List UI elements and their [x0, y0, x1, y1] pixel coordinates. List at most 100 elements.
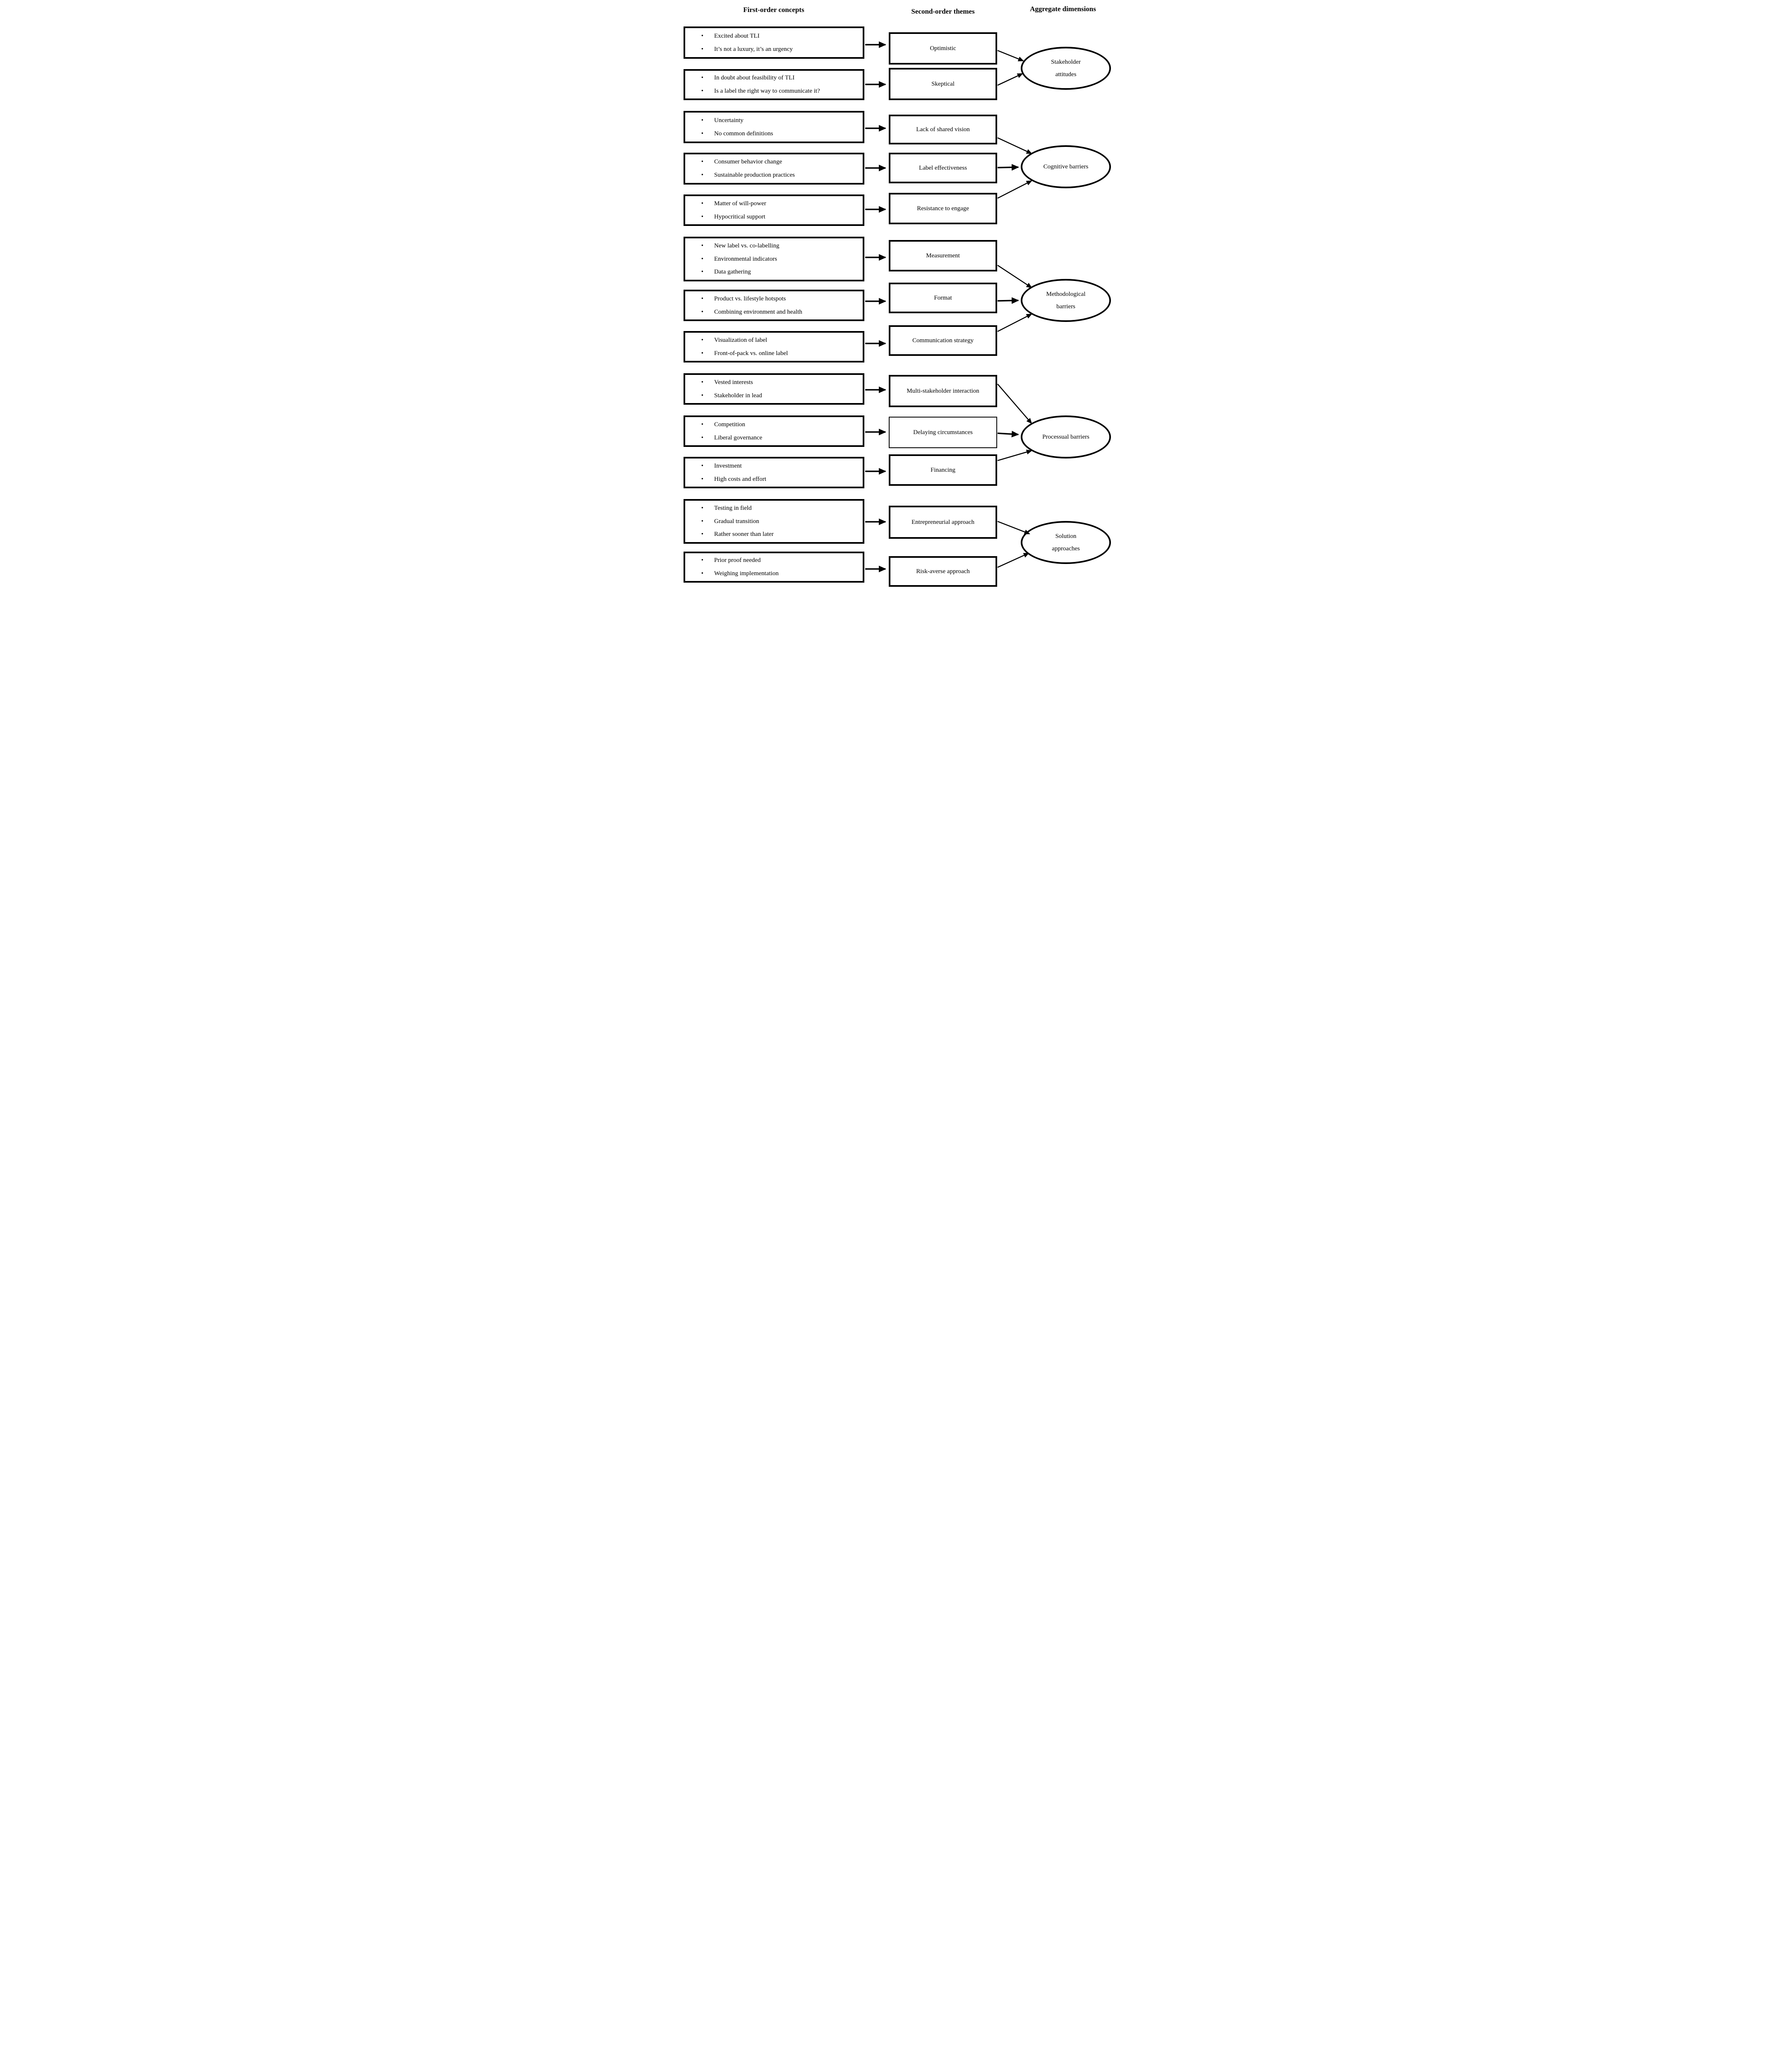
concept-box-skeptical: In doubt about feasibility of TLI Is a l… [684, 69, 864, 100]
concept-text: Testing in field [714, 504, 752, 511]
list-item: Competition [685, 421, 859, 429]
theme-box-optimistic: Optimistic [889, 32, 997, 65]
concept-text: Combining environment and health [714, 308, 802, 315]
arrow-theme-communication-strategy-to-dimension [997, 313, 1032, 332]
list-item: No common definitions [685, 130, 859, 138]
bullet-dot-icon [685, 117, 703, 125]
concept-text: Prior proof needed [714, 557, 761, 564]
bullet-dot-icon [685, 336, 703, 344]
dimension-label: Solution approaches [1052, 533, 1080, 552]
concept-text: Rather sooner than later [714, 531, 774, 538]
concept-text: Vested interests [714, 379, 753, 386]
theme-box-risk-averse-approach: Risk-averse approach [889, 556, 997, 587]
list-item: Visualization of label [685, 336, 859, 344]
theme-box-format: Format [889, 283, 997, 313]
list-item: Gradual transition [685, 518, 859, 526]
bullet-dot-icon [685, 434, 703, 442]
theme-box-delaying-circumstances: Delaying circumstances [889, 417, 997, 448]
bullet-dot-icon [685, 475, 703, 483]
bullet-dot-icon [685, 570, 703, 578]
list-item: High costs and effort [685, 475, 859, 483]
concept-text: Stakeholder in lead [714, 392, 762, 399]
concept-text: Matter of will-power [714, 200, 766, 207]
concept-text: Is a label the right way to communicate … [714, 88, 820, 94]
arrow-theme-financing-to-dimension [997, 449, 1032, 461]
list-item: Uncertainty [685, 117, 859, 125]
bullet-dot-icon [685, 462, 703, 470]
concept-text: Consumer behavior change [714, 158, 782, 166]
concept-box-communication-strategy: Visualization of label Front-of-pack vs.… [684, 331, 864, 362]
bullet-dot-icon [685, 557, 703, 564]
bullet-dot-icon [685, 392, 703, 400]
dimension-ellipse-solution-approaches: Solution approaches [1021, 521, 1111, 564]
arrow-theme-delaying-circumstances-to-dimension [997, 431, 1019, 438]
list-item: Sustainable production practices [685, 171, 859, 179]
concept-box-resistance-to-engage: Matter of will-power Hypocritical suppor… [684, 194, 864, 226]
dimension-ellipse-stakeholder-attitudes: Stakeholder attitudes [1021, 47, 1111, 90]
list-item: Rather sooner than later [685, 530, 859, 538]
dimension-ellipse-processual-barriers: Processual barriers [1021, 415, 1111, 458]
arrow-theme-optimistic-to-dimension [997, 50, 1024, 62]
concept-text: Excited about TLI [714, 32, 760, 39]
list-item: Vested interests [685, 379, 859, 386]
concept-text: Hypocritical support [714, 213, 765, 220]
concept-box-format: Product vs. lifestyle hotspots Combining… [684, 290, 864, 321]
bullet-dot-icon [685, 504, 703, 512]
arrow-theme-risk-averse-approach-to-dimension [997, 552, 1029, 568]
list-item: Is a label the right way to communicate … [685, 87, 859, 95]
arrow-theme-multi-stakeholder-interaction-to-dimension [997, 384, 1032, 424]
concept-text: Liberal governance [714, 434, 763, 441]
list-item: Hypocritical support [685, 213, 859, 221]
bullet-dot-icon [685, 530, 703, 538]
bullet-dot-icon [685, 379, 703, 386]
theme-box-label-effectiveness: Label effectiveness [889, 153, 997, 183]
concept-text: High costs and effort [714, 475, 766, 482]
list-item: In doubt about feasibility of TLI [685, 74, 859, 82]
concept-text: Data gathering [714, 269, 751, 276]
arrow-theme-entrepreneurial-approach-to-dimension [997, 521, 1030, 535]
dimension-ellipse-cognitive-barriers: Cognitive barriers [1021, 145, 1111, 188]
bullet-dot-icon [685, 74, 703, 82]
theme-box-communication-strategy: Communication strategy [889, 325, 997, 356]
concept-text: Front-of-pack vs. online label [714, 350, 788, 357]
list-item: Matter of will-power [685, 200, 859, 208]
list-item: It’s not a luxury, it’s an urgency [685, 46, 859, 53]
concept-text: Environmental indicators [714, 255, 777, 262]
list-item: Prior proof needed [685, 557, 859, 564]
list-item: Combining environment and health [685, 308, 859, 316]
concept-text: No common definitions [714, 130, 773, 137]
bullet-dot-icon [685, 158, 703, 166]
concept-box-multi-stakeholder-interaction: Vested interests Stakeholder in lead [684, 373, 864, 405]
arrow-theme-label-effectiveness-to-dimension [997, 164, 1019, 171]
bullet-dot-icon [685, 255, 703, 263]
dimension-label: Cognitive barriers [1043, 163, 1089, 170]
column-header-aggregate-dimensions: Aggregate dimensions [1030, 5, 1096, 13]
dimension-ellipse-methodological-barriers: Methodological barriers [1021, 279, 1111, 322]
concept-box-measurement: New label vs. co-labelling Environmental… [684, 237, 864, 281]
concept-text: New label vs. co-labelling [714, 242, 780, 249]
list-item: Product vs. lifestyle hotspots [685, 295, 859, 303]
bullet-dot-icon [685, 171, 703, 179]
bullet-dot-icon [685, 518, 703, 526]
concept-text: Uncertainty [714, 117, 744, 124]
list-item: Front-of-pack vs. online label [685, 350, 859, 358]
column-header-second-order-themes: Second-order themes [911, 7, 975, 15]
concept-box-financing: Investment High costs and effort [684, 457, 864, 488]
concept-text: Competition [714, 421, 745, 428]
arrow-theme-lack-of-shared-vision-to-dimension [997, 137, 1032, 154]
concept-box-entrepreneurial-approach: Testing in field Gradual transition Rath… [684, 499, 864, 544]
concept-text: Product vs. lifestyle hotspots [714, 295, 786, 302]
dimension-label: Processual barriers [1042, 434, 1089, 440]
column-header-first-order-concepts: First-order concepts [743, 6, 804, 14]
gioia-diagram: First-order concepts Second-order themes… [672, 0, 1120, 589]
concept-text: Visualization of label [714, 336, 768, 343]
dimension-label: Methodological barriers [1046, 291, 1086, 310]
bullet-dot-icon [685, 242, 703, 250]
bullet-dot-icon [685, 130, 703, 138]
list-item: Excited about TLI [685, 32, 859, 40]
theme-box-measurement: Measurement [889, 240, 997, 271]
concept-text: In doubt about feasibility of TLI [714, 74, 795, 82]
concept-box-label-effectiveness: Consumer behavior change Sustainable pro… [684, 153, 864, 185]
bullet-dot-icon [685, 350, 703, 358]
concept-box-lack-of-shared-vision: Uncertainty No common definitions [684, 111, 864, 143]
